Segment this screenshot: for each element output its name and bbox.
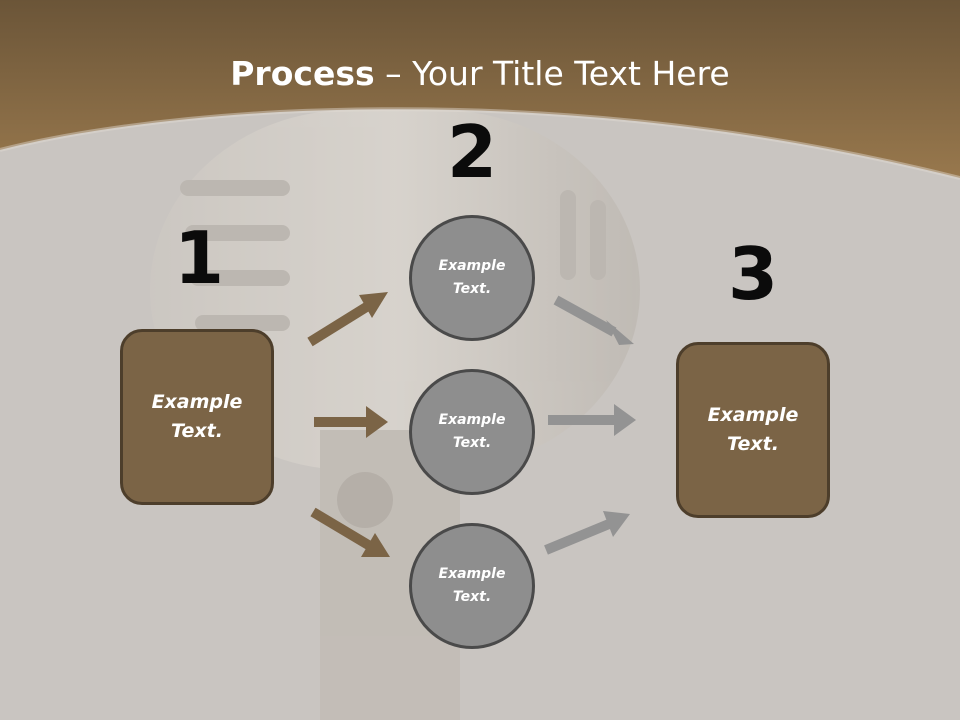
circle-3: Example Text. [409,523,535,649]
arrow-to-circle-1 [307,292,388,347]
step-number-1: 1 [173,216,225,300]
arrow-from-circle-2 [548,404,636,436]
step-number-2: 2 [446,110,498,194]
right-box: Example Text. [676,342,830,518]
arrow-from-circle-1 [553,295,634,345]
circle-2-label: Example Text. [438,412,506,451]
arrow-to-circle-2 [314,406,388,438]
left-box-label: Example Text. [151,391,243,442]
arrow-to-circle-3 [310,507,390,557]
header-banner [0,0,960,178]
circle-3-label: Example Text. [438,566,506,605]
circle-1: Example Text. [409,215,535,341]
right-box-label: Example Text. [707,404,799,455]
left-box: Example Text. [120,329,274,505]
circle-2: Example Text. [409,369,535,495]
title-bold: Process [230,54,375,93]
title-rest: – Your Title Text Here [374,54,730,93]
slide-title: Process – Your Title Text Here [0,52,960,96]
arrow-from-circle-3 [544,511,630,555]
step-number-3: 3 [727,232,779,316]
circle-1-label: Example Text. [438,258,506,297]
